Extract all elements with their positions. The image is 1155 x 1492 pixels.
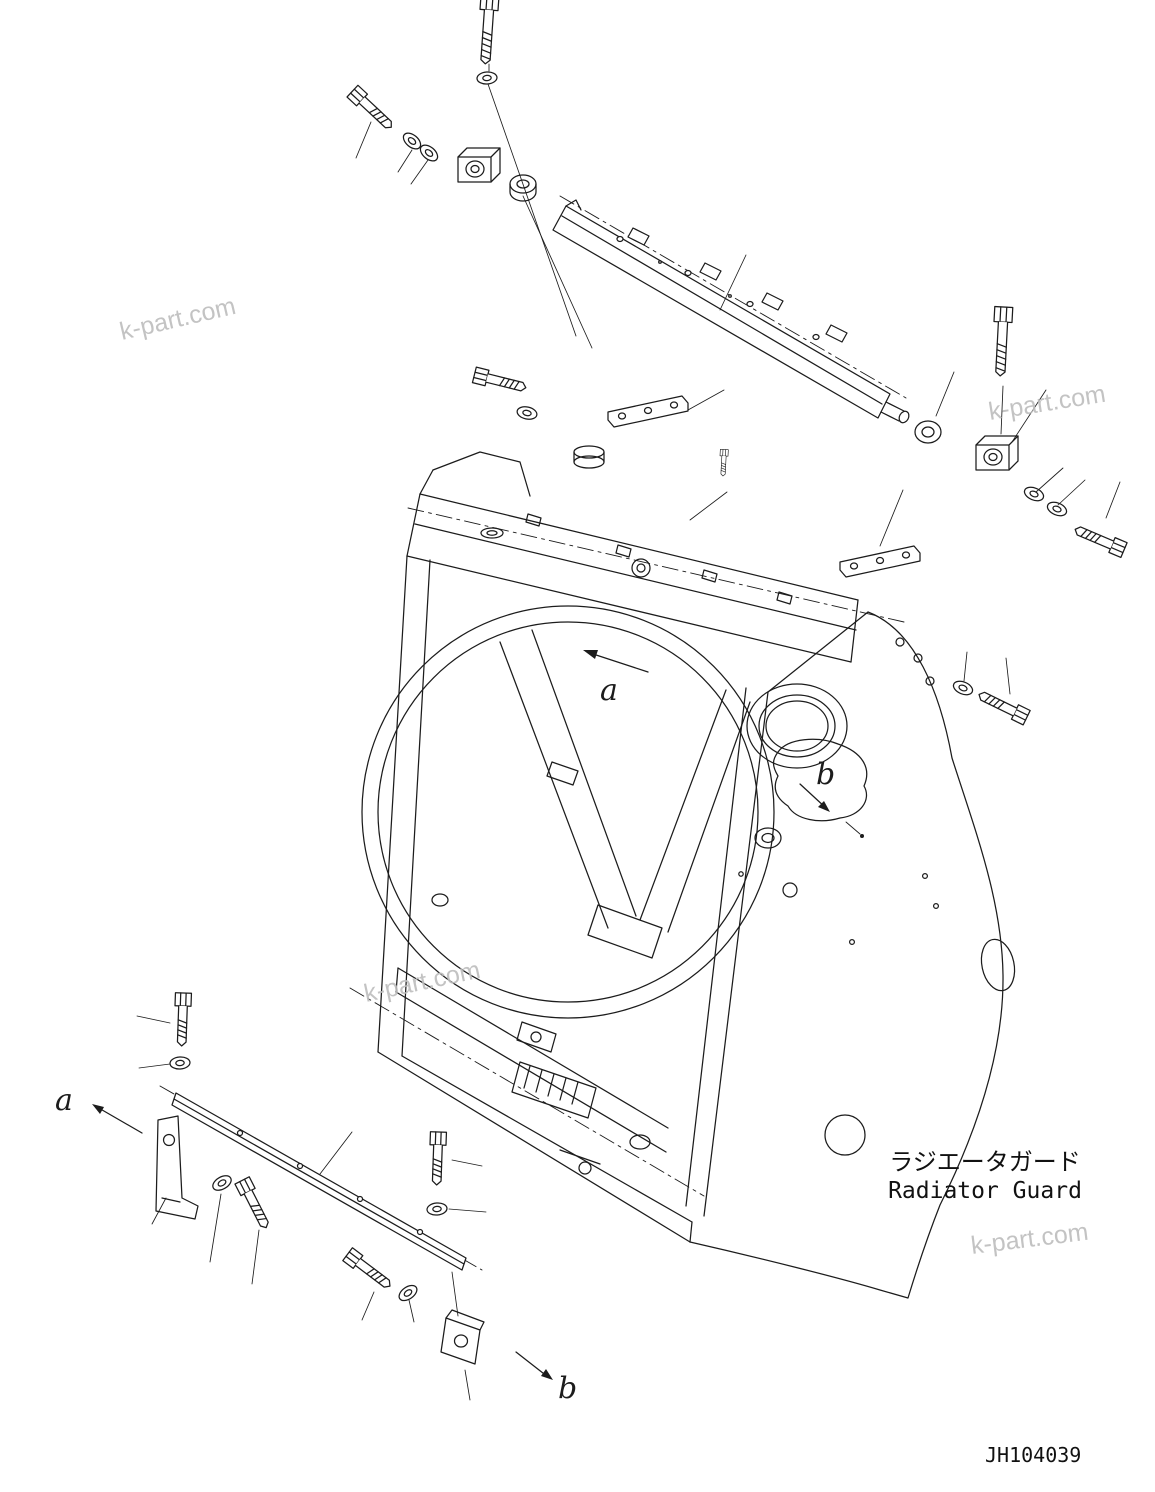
washer-icon [515, 404, 539, 422]
mounting-bar-bottom [155, 1092, 467, 1271]
grommet [914, 420, 942, 444]
view-arrow-a-bottom [96, 1106, 143, 1134]
bracket-plate [607, 395, 689, 428]
nut-icon [509, 174, 537, 202]
view-label-a-top: a [600, 673, 618, 708]
detail-balloon-b [772, 738, 868, 822]
washer-icon [395, 1281, 421, 1305]
side-port [746, 683, 848, 769]
watermark: k-part.com [969, 1218, 1090, 1260]
washer-icon [209, 1172, 235, 1194]
arrowhead-icon [541, 1369, 553, 1380]
arrowhead-icon [818, 801, 830, 812]
washer-icon [950, 678, 976, 698]
part-name-en: Radiator Guard [888, 1178, 1082, 1204]
view-label-b-bottom: b [558, 1371, 577, 1406]
radiator-guard-frame [361, 445, 1016, 1299]
bolt-icon [990, 305, 1014, 378]
bolt-icon [427, 1131, 448, 1186]
bracket-plate [839, 545, 921, 578]
step-grate [511, 1061, 597, 1119]
bracket-small [440, 1309, 485, 1365]
bolt-icon [1071, 521, 1128, 559]
clamp-block [975, 435, 1019, 471]
view-arrow-b-bottom [515, 1351, 549, 1378]
hardware [168, 0, 1128, 1305]
bolt-icon [234, 1176, 274, 1232]
arrowhead-icon [583, 650, 598, 659]
clamp-block [457, 147, 501, 183]
view-label-b-top: b [816, 757, 835, 792]
side-plate [689, 611, 1004, 1299]
leader-lines [136, 63, 1121, 1401]
bolt-icon [471, 366, 529, 397]
washer-icon [1021, 484, 1047, 504]
drawing-number: JH104039 [985, 1443, 1081, 1467]
bolt-icon [172, 992, 193, 1047]
bolt-icon [475, 0, 500, 66]
view-label-a-bottom: a [55, 1083, 73, 1118]
watermark: k-part.com [987, 380, 1108, 426]
mounting-bar-top [552, 199, 910, 424]
washer-icon [1044, 499, 1070, 519]
view-arrows: a b a b [55, 650, 868, 1406]
arrowhead-icon [92, 1104, 104, 1114]
pin-bolt-icon [718, 448, 729, 477]
bolt-icon [346, 84, 398, 134]
washer-icon [475, 70, 499, 86]
washer-icon [425, 1201, 449, 1217]
watermark: k-part.com [117, 292, 238, 346]
lift-eyelet [631, 558, 651, 578]
part-name-jp: ラジエータガード [889, 1148, 1081, 1176]
bolt-icon [342, 1247, 396, 1294]
view-arrow-a-top [589, 652, 649, 673]
watermark: k-part.com [361, 956, 482, 1008]
end-bracket-left [155, 1115, 199, 1220]
washer-icon [168, 1055, 192, 1071]
bolt-icon [974, 686, 1031, 726]
fan-opening [361, 605, 775, 1019]
